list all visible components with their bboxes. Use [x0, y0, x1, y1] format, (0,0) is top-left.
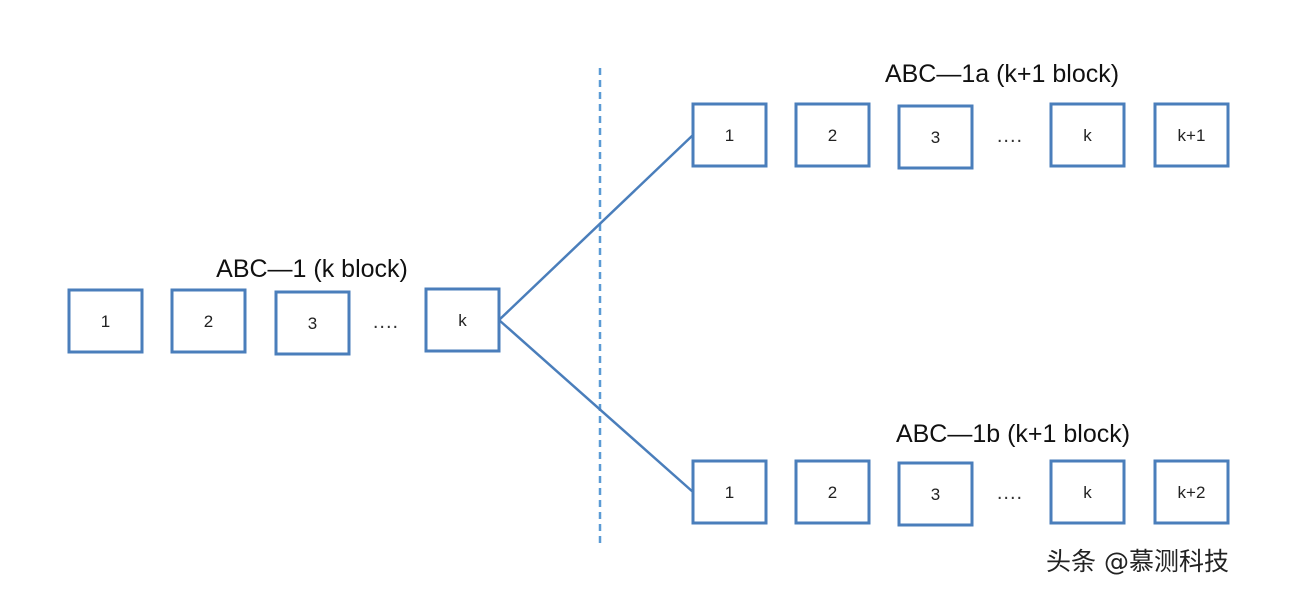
fork-b-block-2-label: 2 [828, 483, 837, 502]
fork-a-block-1 [691, 102, 768, 168]
parent-block-k-label: k [458, 311, 467, 330]
fork-b-block-3 [897, 461, 974, 527]
fork-b-chain: 1 2 3 .... k k+2 [691, 459, 1230, 527]
parent-chain: 1 2 3 .... k [67, 287, 501, 356]
parent-ellipsis: .... [373, 311, 399, 333]
parent-block-3-label: 3 [308, 314, 317, 333]
fork-b-block-2 [794, 459, 871, 525]
parent-chain-title: ABC—1 (k block) [216, 255, 408, 283]
fork-a-block-3 [897, 104, 974, 170]
parent-block-2 [170, 288, 247, 354]
fork-a-block-k-plus-1-label: k+1 [1178, 126, 1206, 145]
branch-line-b [498, 319, 694, 493]
watermark-text: 头条 @慕测科技 [1046, 547, 1229, 576]
fork-a-chain: 1 2 3 .... k k+1 [691, 102, 1230, 170]
fork-a-block-2 [794, 102, 871, 168]
fork-a-block-k [1049, 102, 1126, 168]
fork-a-ellipsis: .... [997, 125, 1023, 147]
parent-block-3 [274, 290, 351, 356]
fork-a-block-3-label: 3 [931, 128, 940, 147]
fork-a-block-k-plus-1 [1153, 102, 1230, 168]
branch-line-a [498, 134, 694, 321]
fork-b-block-k-plus-2-label: k+2 [1178, 483, 1206, 502]
fork-b-ellipsis: .... [997, 482, 1023, 504]
fork-b-block-1 [691, 459, 768, 525]
fork-b-block-3-label: 3 [931, 485, 940, 504]
parent-block-k [424, 287, 501, 353]
fork-b-block-1-label: 1 [725, 483, 734, 502]
fork-a-block-2-label: 2 [828, 126, 837, 145]
fork-a-block-k-label: k [1083, 126, 1092, 145]
parent-block-1 [67, 288, 144, 354]
parent-block-2-label: 2 [204, 312, 213, 331]
fork-b-block-k-label: k [1083, 483, 1092, 502]
fork-a-chain-title: ABC—1a (k+1 block) [885, 60, 1119, 88]
fork-b-block-k-plus-2 [1153, 459, 1230, 525]
parent-block-1-label: 1 [101, 312, 110, 331]
fork-b-block-k [1049, 459, 1126, 525]
fork-b-chain-title: ABC—1b (k+1 block) [896, 420, 1130, 448]
fork-a-block-1-label: 1 [725, 126, 734, 145]
